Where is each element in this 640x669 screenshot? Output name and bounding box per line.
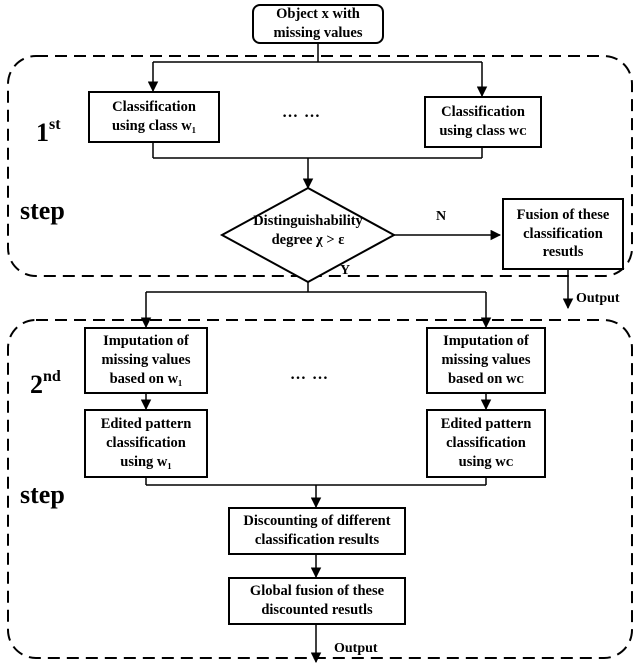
discount-box: Discounting of different classification …	[228, 507, 406, 555]
decision-diamond	[219, 186, 397, 284]
global-line1: Global fusion of these	[249, 583, 385, 600]
class-first-line2: using class w₁	[111, 118, 197, 134]
global-box: Global fusion of these discounted resutl…	[228, 577, 406, 625]
start-node: Object x with missing values	[252, 4, 384, 44]
decision-text: Distinguishability degree χ > ε	[222, 212, 394, 250]
impute-first-line1: Imputation of	[103, 333, 189, 350]
decision-line1: Distinguishability	[253, 213, 363, 229]
step2-ellipsis: … …	[290, 366, 329, 383]
start-line1: Object x with	[276, 6, 360, 23]
fusion-line3: resutls	[542, 244, 584, 261]
class-first-line1: Classification	[112, 99, 196, 116]
decision-line2: degree χ > ε	[271, 231, 345, 248]
step1-label: 1st	[36, 116, 61, 148]
edited-first-line3: using w₁	[120, 453, 172, 470]
step2-label-sup: nd	[43, 368, 61, 385]
impute-first-line3: based on w₁	[109, 370, 183, 387]
edited-last-line2: classification	[446, 435, 526, 452]
fusion-line2: classification	[523, 225, 603, 242]
step1-output-label: Output	[576, 291, 620, 306]
edited-last-box: Edited pattern classification using wᴄ	[426, 409, 546, 478]
class-first-box: Classification using class w₁	[88, 91, 220, 143]
discount-line1: Discounting of different	[243, 513, 391, 530]
impute-last-line2: missing values	[441, 352, 531, 369]
step2-label-word: step	[20, 480, 65, 509]
step2-label-num: 2	[30, 370, 43, 399]
global-line2: discounted resutls	[261, 602, 373, 618]
edited-last-line1: Edited pattern	[440, 416, 532, 433]
step2-label: 2nd	[30, 368, 61, 400]
fusion-box: Fusion of these classification resutls	[502, 198, 624, 270]
impute-last-line3: based on wᴄ	[447, 370, 525, 387]
discount-line2: classification results	[254, 532, 380, 548]
yes-label: Y	[340, 263, 351, 278]
fusion-line1: Fusion of these	[516, 206, 610, 223]
start-line2: missing values	[273, 25, 363, 41]
class-last-box: Classification using class wᴄ	[424, 96, 542, 148]
no-label: N	[436, 209, 447, 224]
step1-ellipsis: … …	[282, 104, 321, 121]
impute-first-box: Imputation of missing values based on w₁	[84, 327, 208, 394]
impute-last-line1: Imputation of	[443, 333, 529, 350]
class-last-line1: Classification	[441, 104, 525, 121]
step1-label-sup: st	[49, 116, 61, 133]
impute-first-line2: missing values	[101, 352, 191, 369]
class-last-line2: using class wᴄ	[439, 123, 527, 139]
step1-label-num: 1	[36, 118, 49, 147]
edited-first-box: Edited pattern classification using w₁	[84, 409, 208, 478]
edited-first-line2: classification	[106, 435, 186, 452]
step1-label-word: step	[20, 196, 65, 225]
edited-first-line1: Edited pattern	[100, 416, 192, 433]
step2-output-label: Output	[334, 641, 378, 656]
impute-last-box: Imputation of missing values based on wᴄ	[426, 327, 546, 394]
edited-last-line3: using wᴄ	[458, 453, 514, 470]
